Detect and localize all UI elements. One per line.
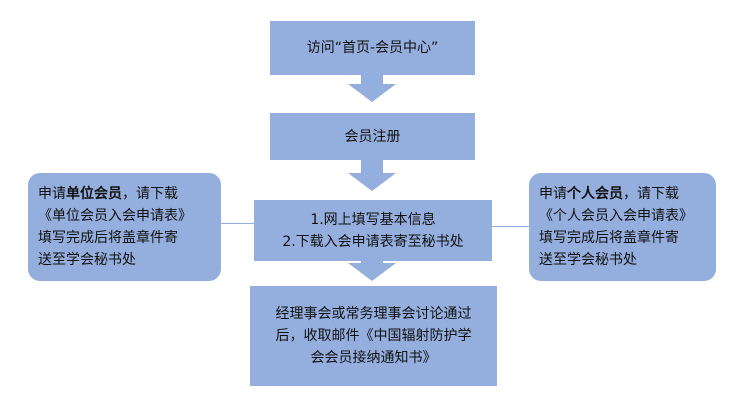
- connector-left: [221, 223, 254, 224]
- note-individual-member: 申请个人会员，请下载 《个人会员入会申请表》 填写完成后将盖章件寄 送至学会秘书…: [529, 173, 716, 281]
- connector-right: [492, 226, 529, 227]
- step-approval: 经理事会或常务理事会讨论通过 后，收取邮件《中国辐射防护学 会会员接纳通知书》: [250, 286, 497, 386]
- note-individual-line2: 《个人会员入会申请表》: [539, 208, 693, 224]
- note-unit-bold: 单位会员: [66, 186, 122, 202]
- note-unit-line4: 送至学会秘书处: [38, 252, 136, 268]
- note-unit-line3: 填写完成后将盖章件寄: [38, 230, 178, 246]
- note-unit-line1: 申请单位会员，请下载: [38, 186, 178, 202]
- step-fill-line1: 1.网上填写基本信息: [310, 211, 436, 228]
- note-unit-member: 申请单位会员，请下载 《单位会员入会申请表》 填写完成后将盖章件寄 送至学会秘书…: [28, 173, 221, 281]
- note-individual-line4: 送至学会秘书处: [539, 252, 637, 268]
- step-fill-line2: 2.下载入会申请表寄至秘书处: [282, 233, 464, 250]
- step-fill-info: 1.网上填写基本信息 2.下载入会申请表寄至秘书处: [254, 200, 492, 261]
- step-approval-line3: 会会员接纳通知书》: [310, 350, 437, 366]
- step-register-text: 会员注册: [344, 128, 401, 145]
- step-register: 会员注册: [270, 113, 475, 160]
- note-individual-line3: 填写完成后将盖章件寄: [539, 230, 679, 246]
- step-visit-member-center: 访问“首页-会员中心”: [270, 21, 475, 75]
- note-individual-line1: 申请个人会员，请下载: [539, 186, 679, 202]
- note-individual-bold: 个人会员: [567, 186, 623, 202]
- note-unit-line2: 《单位会员入会申请表》: [38, 208, 192, 224]
- step-visit-text: 访问“首页-会员中心”: [306, 40, 439, 56]
- step-approval-line1: 经理事会或常务理事会讨论通过: [275, 306, 472, 322]
- step-approval-line2: 后，收取邮件《中国辐射防护学: [275, 328, 472, 344]
